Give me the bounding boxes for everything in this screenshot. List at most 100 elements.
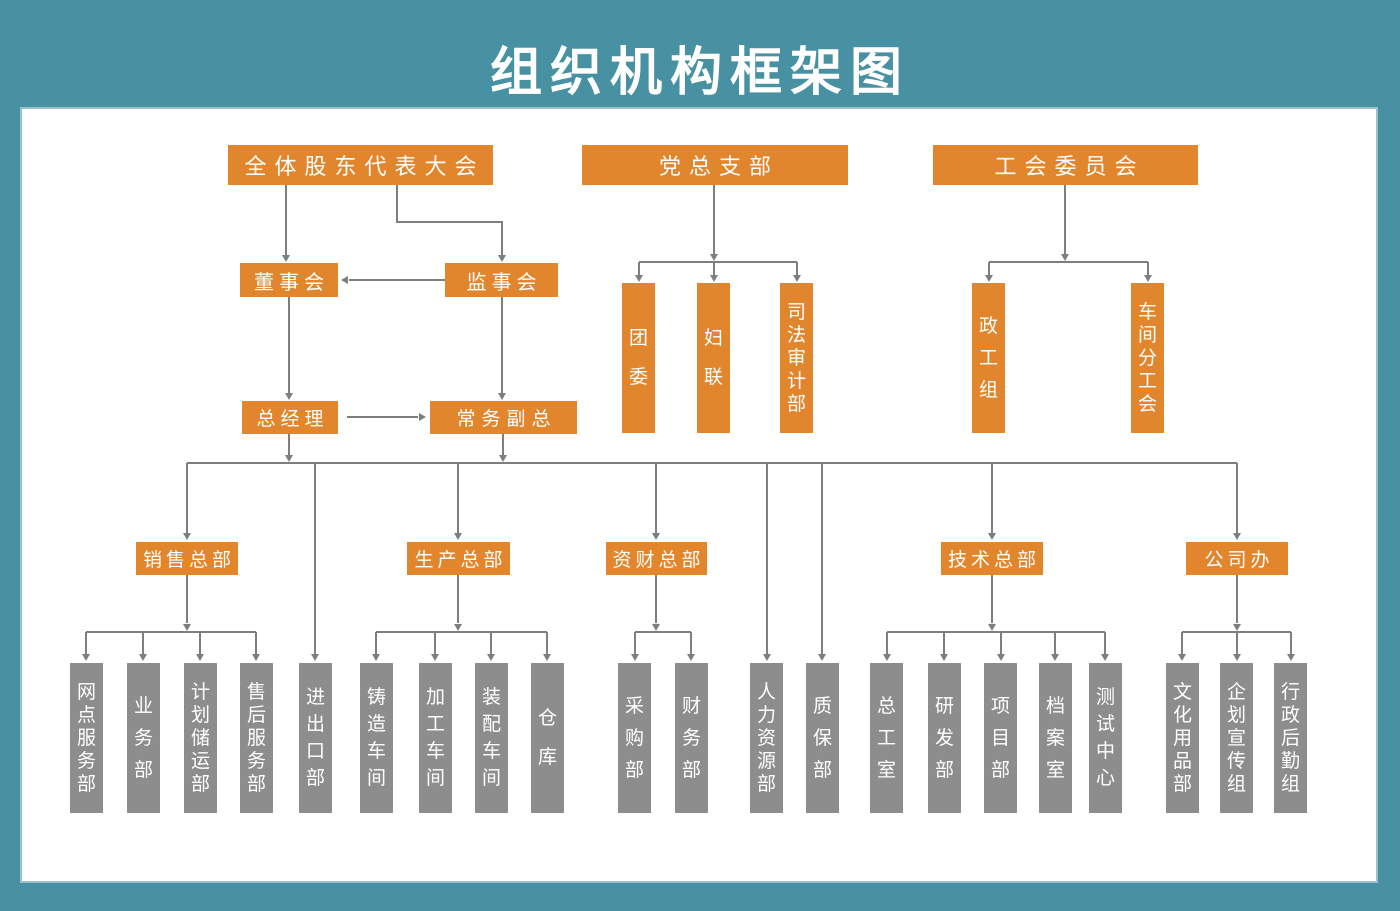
org-node-judicial-audit: 司法审计部	[780, 283, 813, 433]
connector-line	[434, 632, 436, 654]
org-node-youth-league: 团委	[622, 283, 655, 433]
connector-arrowhead	[183, 624, 191, 631]
org-node-admin-logistics: 行政后勤组	[1274, 663, 1307, 813]
org-node-label-char: 司	[786, 301, 806, 323]
connector-arrowhead	[1233, 654, 1241, 661]
org-node-label-char: 妇	[703, 328, 723, 349]
org-node-label-char: 部	[133, 759, 153, 781]
org-node-label-char: 部	[624, 759, 644, 781]
org-node-label: 董事会	[254, 271, 329, 294]
org-node-political-work-group: 政工组	[972, 283, 1005, 433]
connector-line	[887, 631, 1105, 633]
connector-line	[142, 632, 144, 654]
connector-arrowhead	[183, 533, 191, 540]
org-node-label-char: 车	[1137, 301, 1157, 323]
connector-line	[634, 632, 636, 654]
connector-line	[655, 463, 657, 533]
connector-arrowhead	[285, 393, 293, 400]
org-node-label-char: 政	[1280, 704, 1300, 726]
org-node-label-char: 部	[990, 759, 1010, 781]
org-node-label: 党总支部	[658, 154, 779, 179]
connector-arrowhead	[487, 654, 495, 661]
connector-line	[397, 221, 503, 223]
connector-line	[288, 434, 290, 455]
org-node-label-char: 加	[425, 687, 445, 708]
connector-line	[501, 222, 503, 256]
connector-line	[690, 632, 692, 654]
connector-arrowhead	[631, 654, 639, 661]
connector-line	[886, 632, 888, 654]
org-node-workshop-union: 车间分工会	[1131, 283, 1164, 433]
connector-line	[255, 632, 257, 654]
org-node-label-char: 点	[76, 704, 96, 726]
org-node-label-char: 装	[481, 687, 501, 708]
org-node-label-char: 文	[1172, 681, 1192, 703]
connector-arrowhead	[252, 654, 260, 661]
connector-line	[314, 463, 316, 654]
connector-arrowhead	[543, 654, 551, 661]
org-node-label: 总经理	[256, 409, 329, 430]
org-node-import-export: 进出口部	[299, 663, 332, 813]
org-node-label-char: 储	[190, 727, 210, 749]
org-node-label-char: 服	[76, 727, 96, 749]
org-node-party-branch: 党总支部	[582, 145, 848, 185]
connector-line	[1104, 632, 1106, 654]
org-node-label-char: 部	[190, 773, 210, 795]
org-node-label: 公司办	[1204, 550, 1274, 571]
org-node-archives: 档案室	[1039, 663, 1072, 813]
org-node-label: 全体股东代表大会	[244, 154, 485, 179]
org-node-planning-storage: 计划储运部	[184, 663, 217, 813]
connector-line	[1236, 463, 1238, 533]
org-node-label-char: 化	[1172, 704, 1192, 726]
org-node-label-char: 组	[1226, 773, 1246, 795]
org-node-label-char: 采	[624, 695, 644, 717]
connector-arrowhead	[1101, 654, 1109, 661]
org-node-label-char: 出	[305, 714, 325, 735]
connector-arrowhead	[341, 276, 348, 284]
org-node-label-char: 组	[978, 379, 998, 401]
connector-line	[187, 462, 1237, 464]
org-node-label-char: 造	[366, 714, 386, 735]
connector-arrowhead	[1287, 654, 1295, 661]
org-node-label: 技术总部	[947, 550, 1040, 571]
org-node-warehouse: 仓库	[531, 663, 564, 813]
org-node-womens-federation: 妇联	[697, 283, 730, 433]
connector-line	[1290, 632, 1292, 654]
connector-arrowhead	[635, 275, 643, 282]
org-node-label-char: 网	[76, 681, 96, 703]
org-node-chief-engineer-office: 总工室	[870, 663, 903, 813]
org-node-label-char: 中	[1095, 741, 1115, 762]
connector-arrowhead	[687, 654, 695, 661]
connector-line	[199, 632, 201, 654]
org-node-label-char: 划	[1226, 704, 1246, 726]
org-node-label-char: 勤	[1280, 750, 1300, 772]
connector-line	[1236, 575, 1238, 623]
org-node-planning-publicity: 企划宣传组	[1220, 663, 1253, 813]
org-node-label-char: 项	[990, 695, 1010, 717]
org-node-label-char: 配	[481, 714, 501, 735]
connector-line	[991, 463, 993, 533]
org-node-purchasing: 采购部	[618, 663, 651, 813]
connector-line	[1147, 262, 1149, 275]
org-node-production-hq: 生产总部	[407, 542, 510, 575]
org-node-label-char: 业	[133, 695, 153, 717]
org-node-label-char: 划	[190, 704, 210, 726]
connector-arrowhead	[498, 393, 506, 400]
connector-line	[347, 416, 418, 418]
connector-line	[1054, 632, 1056, 654]
connector-arrowhead	[139, 654, 147, 661]
org-node-label-char: 源	[756, 750, 776, 772]
connector-line	[1181, 632, 1183, 654]
org-node-label-char: 购	[624, 727, 644, 749]
org-node-label-char: 发	[934, 727, 954, 749]
org-node-label-char: 用	[1172, 727, 1192, 749]
org-node-label-char: 部	[76, 773, 96, 795]
connector-arrowhead	[196, 654, 204, 661]
connector-line	[988, 262, 990, 275]
org-node-label-char: 仓	[537, 708, 557, 729]
org-node-label-char: 车	[366, 741, 386, 762]
connector-line	[376, 631, 547, 633]
connector-arrowhead	[940, 654, 948, 661]
connector-arrowhead	[985, 275, 993, 282]
org-node-label-char: 间	[1137, 324, 1157, 346]
